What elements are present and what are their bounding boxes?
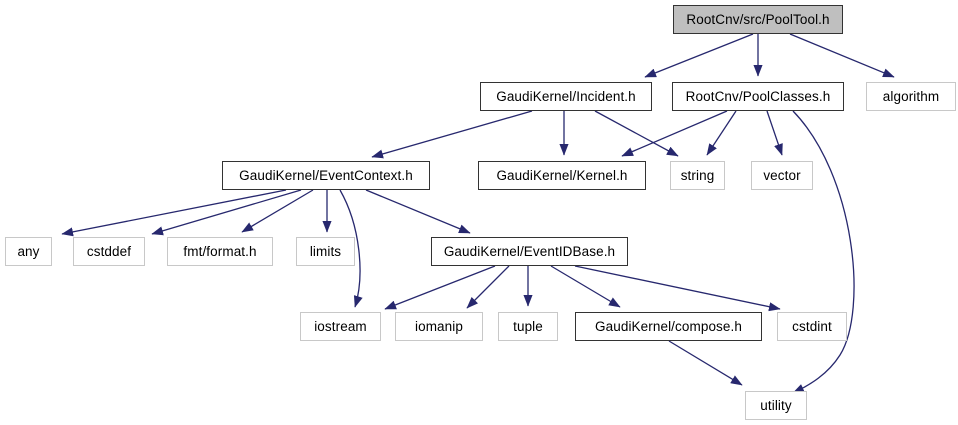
graph-node-label: cstddef — [86, 243, 132, 259]
graph-node-label: GaudiKernel/EventContext.h — [239, 167, 413, 183]
graph-edge-pooltool-to-incident — [644, 33, 754, 78]
graph-node-any[interactable]: any — [5, 237, 52, 266]
graph-node-cstddef[interactable]: cstddef — [73, 237, 145, 266]
graph-node-label: GaudiKernel/EventIDBase.h — [443, 243, 616, 259]
graph-node-label: algorithm — [882, 88, 940, 104]
graph-node-cstdint[interactable]: cstdint — [777, 312, 847, 341]
graph-edge-eventcontext-to-any — [61, 189, 287, 237]
graph-edge-eventidbase-to-iomanip — [466, 265, 510, 309]
graph-node-limits[interactable]: limits — [296, 237, 355, 266]
graph-node-eventcontext[interactable]: GaudiKernel/EventContext.h — [222, 161, 430, 190]
graph-node-eventidbase[interactable]: GaudiKernel/EventIDBase.h — [431, 237, 628, 266]
graph-node-string[interactable]: string — [670, 161, 725, 190]
graph-edge-eventcontext-to-cstddef — [151, 189, 302, 236]
graph-edge-poolclasses-to-kernel — [621, 110, 728, 157]
graph-node-label: string — [680, 167, 715, 183]
graph-node-fmtformat[interactable]: fmt/format.h — [167, 237, 273, 266]
graph-node-algorithm[interactable]: algorithm — [866, 82, 956, 111]
graph-node-label: any — [17, 243, 40, 259]
graph-node-label: tuple — [513, 318, 543, 334]
graph-edge-eventidbase-to-compose — [550, 265, 621, 308]
graph-node-label: iomanip — [415, 318, 463, 334]
graph-edge-eventcontext-to-eventidbase — [365, 189, 471, 234]
graph-node-label: utility — [760, 397, 792, 413]
graph-node-kernel[interactable]: GaudiKernel/Kernel.h — [478, 161, 646, 190]
graph-node-compose[interactable]: GaudiKernel/compose.h — [575, 312, 762, 341]
graph-edge-eventidbase-to-cstdint — [574, 265, 781, 312]
graph-edge-poolclasses-to-string — [706, 110, 737, 156]
graph-node-label: RootCnv/src/PoolTool.h — [686, 11, 830, 27]
graph-node-pooltool[interactable]: RootCnv/src/PoolTool.h — [673, 5, 843, 34]
graph-edge-poolclasses-to-utility — [792, 110, 855, 394]
graph-node-incident[interactable]: GaudiKernel/Incident.h — [480, 82, 652, 111]
graph-edge-poolclasses-to-vector — [766, 110, 783, 156]
graph-edge-incident-to-eventcontext — [371, 110, 533, 159]
graph-node-iostream[interactable]: iostream — [300, 312, 381, 341]
graph-node-label: cstdint — [792, 318, 832, 334]
graph-node-label: GaudiKernel/compose.h — [595, 318, 742, 334]
graph-node-label: iostream — [314, 318, 367, 334]
graph-node-poolclasses[interactable]: RootCnv/PoolClasses.h — [672, 82, 844, 111]
graph-node-label: vector — [763, 167, 801, 183]
graph-node-utility[interactable]: utility — [745, 391, 807, 420]
graph-edge-compose-to-utility — [668, 340, 743, 386]
graph-node-tuple[interactable]: tuple — [498, 312, 558, 341]
graph-node-vector[interactable]: vector — [751, 161, 813, 190]
graph-node-label: GaudiKernel/Incident.h — [496, 88, 636, 104]
graph-edge-incident-to-string — [594, 110, 679, 157]
graph-node-label: fmt/format.h — [183, 243, 257, 259]
graph-node-iomanip[interactable]: iomanip — [395, 312, 483, 341]
graph-edge-pooltool-to-algorithm — [789, 33, 895, 78]
graph-edge-eventidbase-to-iostream — [384, 265, 496, 310]
graph-node-label: limits — [309, 243, 342, 259]
graph-node-label: GaudiKernel/Kernel.h — [496, 167, 628, 183]
graph-node-label: RootCnv/PoolClasses.h — [685, 88, 831, 104]
graph-edge-eventcontext-to-fmtformat — [241, 189, 314, 233]
